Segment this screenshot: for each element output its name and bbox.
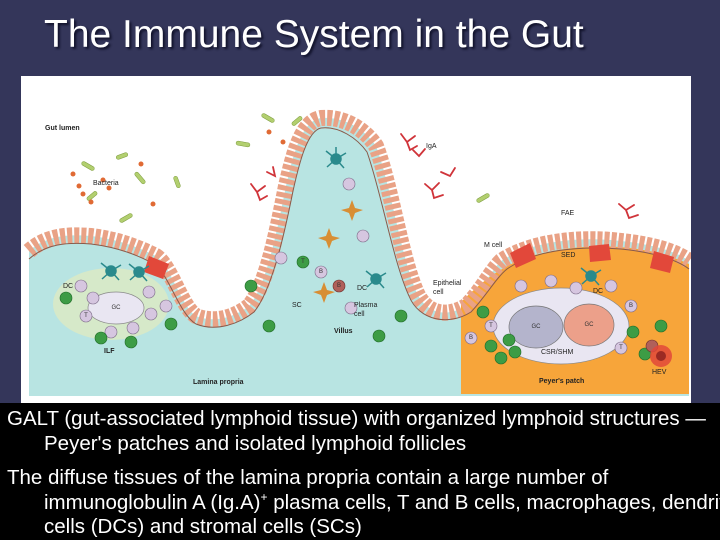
csr-shm-label: CSR/SHM [541, 349, 573, 356]
m-cell-label: M cell [484, 242, 503, 249]
dendritic-cell-icons [100, 147, 602, 289]
sed-label: SED [561, 252, 575, 259]
lymphocyte-cells [74, 177, 638, 355]
gc-label-pp-right: GC [585, 322, 595, 328]
dc-label-villus: DC [357, 285, 367, 292]
b-label: B [319, 269, 323, 275]
hev-icon [650, 345, 672, 367]
gut-immune-diagram: GC GC GC T B T B B T B T Gut lumen Bacte… [21, 76, 691, 403]
ilf-label: ILF [104, 348, 115, 355]
iga-label: IgA [426, 143, 437, 150]
germinal-center-pp-right [563, 303, 615, 347]
b-label: B [469, 335, 473, 341]
t-cell-icons [59, 255, 668, 365]
t-label: T [489, 323, 493, 329]
gc-label-ilf: GC [112, 305, 122, 311]
stromal-cell-icons [313, 200, 363, 303]
caption-galt: GALT (gut-associated lymphoid tissue) wi… [7, 407, 706, 455]
m-cell-icon [510, 243, 536, 268]
villus-label: Villus [334, 328, 353, 335]
slide-title: The Immune System in the Gut [44, 13, 584, 56]
germinal-center-ilf [87, 291, 145, 325]
caption-lamina-text-b: plasma cells, T and B cells, macrophages… [44, 490, 720, 539]
fae-label: FAE [561, 210, 575, 217]
caption-lamina-propria: The diffuse tissues of the lamina propri… [7, 466, 720, 540]
epithelium [23, 109, 691, 328]
epithelial-cell-label-1: Epithelial [433, 280, 462, 287]
bacteria-icons [81, 113, 490, 223]
m-cell-icon [650, 251, 674, 273]
peyers-patch-label: Peyer's patch [539, 378, 584, 385]
iga-antibody-icons [250, 133, 639, 220]
plasma-cell-label-2: cell [354, 311, 365, 318]
gut-lumen-label: Gut lumen [45, 125, 80, 132]
m-cell-icon [144, 256, 169, 279]
caption-superscript: + [260, 489, 268, 504]
m-cell-icon [589, 244, 611, 262]
t-label: T [619, 345, 623, 351]
epithelial-cell-label-2: cell [433, 289, 444, 296]
sc-label: SC [292, 302, 302, 309]
gc-label-pp-left: GC [532, 324, 542, 330]
b-label: B [337, 283, 341, 289]
b-label: B [629, 303, 633, 309]
dc-label-pp: DC [593, 288, 603, 295]
diagram-canvas: GC GC GC T B T B B T B T Gut lumen Bacte… [23, 109, 691, 396]
bacteria-label: Bacteria [93, 180, 119, 187]
germinal-center-pp-left [508, 305, 564, 349]
lamina-propria-label: Lamina propria [193, 379, 244, 386]
plasma-cell-label-1: Plasma [354, 302, 377, 309]
caption-area: GALT (gut-associated lymphoid tissue) wi… [0, 403, 720, 540]
t-label: T [84, 313, 88, 319]
t-label: T [301, 259, 305, 265]
bacteria-cocci [70, 129, 286, 207]
hev-label: HEV [652, 369, 667, 376]
dc-label-ilf: DC [63, 283, 73, 290]
caption-lamina-text-a: The diffuse tissues of the lamina propri… [7, 466, 609, 514]
